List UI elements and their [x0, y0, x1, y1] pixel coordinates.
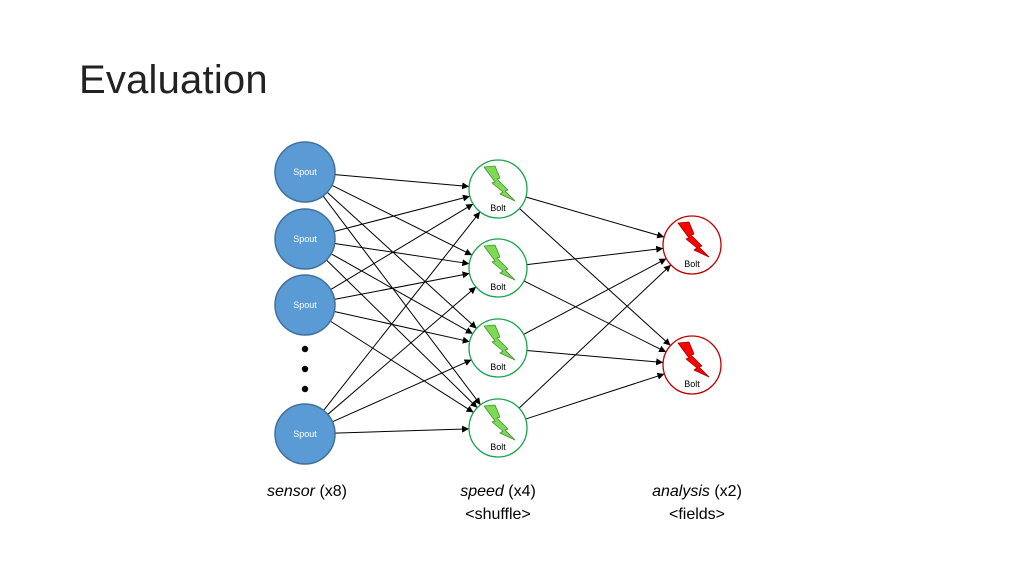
layer-grouping-speed: <shuffle> — [465, 506, 531, 523]
edge-spout-3-to-speed-2 — [334, 271, 470, 300]
spout-node: Spout — [274, 274, 336, 336]
edge-speed-1-to-analysis-2 — [519, 208, 671, 346]
nodes: SpoutSpoutSpoutSpoutBoltBoltBoltBoltBolt… — [274, 141, 722, 465]
lightning-bolt-icon — [483, 165, 516, 202]
layer-count-speed: (x4) — [508, 483, 536, 500]
layer-name-speed: speed — [460, 483, 504, 500]
spout-node: Spout — [274, 208, 336, 270]
ellipsis-dot — [301, 385, 309, 393]
bolt-circle — [468, 238, 528, 298]
edge-speed-3-to-analysis-2 — [526, 350, 664, 366]
bolt-circle — [468, 398, 528, 458]
edge-spout-4-to-speed-3 — [332, 359, 472, 423]
lightning-bolt-icon — [677, 221, 710, 258]
lightning-bolt-icon — [483, 324, 516, 361]
bolt-label: Bolt — [684, 259, 700, 269]
edge-spout-3-to-speed-4 — [330, 320, 474, 413]
edge-spout-2-to-speed-3 — [330, 253, 473, 335]
edge-speed-1-to-analysis-1 — [525, 196, 665, 239]
analysis-bolt-node: Bolt — [662, 215, 722, 275]
edge-spout-4-to-speed-4 — [334, 425, 470, 434]
layer-label-analysis: analysis (x2) <fields> — [597, 480, 797, 526]
speed-bolt-node: Bolt — [468, 398, 528, 458]
spout-node: Spout — [274, 403, 336, 465]
bolt-label: Bolt — [684, 379, 700, 389]
analysis-bolt-node: Bolt — [662, 335, 722, 395]
spout-circle — [274, 274, 336, 336]
edge-spout-1-to-speed-2 — [331, 184, 473, 256]
lightning-bolt-icon — [483, 244, 516, 281]
bolt-label: Bolt — [490, 362, 506, 372]
edge-speed-4-to-analysis-1 — [518, 264, 672, 409]
spout-label: Spout — [293, 167, 317, 177]
speed-bolt-node: Bolt — [468, 159, 528, 219]
spout-label: Spout — [293, 429, 317, 439]
slide-title: Evaluation — [79, 58, 268, 102]
lightning-bolt-icon — [677, 341, 710, 378]
spout-circle — [274, 141, 336, 203]
layer-label-speed: speed (x4) <shuffle> — [398, 480, 598, 526]
speed-bolt-node: Bolt — [468, 238, 528, 298]
lightning-bolt-icon — [483, 404, 516, 441]
edge-spout-4-to-speed-2 — [327, 286, 477, 415]
bolt-circle — [662, 335, 722, 395]
layer-name-sensor: sensor — [266, 483, 315, 500]
ellipsis-dot — [301, 345, 309, 353]
edge-spout-3-to-speed-1 — [330, 203, 474, 290]
edges — [322, 174, 672, 434]
bolt-circle — [662, 215, 722, 275]
edge-spout-1-to-speed-3 — [326, 191, 477, 329]
ellipsis-dot — [301, 365, 309, 373]
edge-speed-3-to-analysis-1 — [523, 258, 667, 335]
edge-spout-3-to-speed-3 — [334, 311, 470, 344]
edge-speed-4-to-analysis-2 — [525, 372, 665, 420]
spout-label: Spout — [293, 234, 317, 244]
edge-spout-2-to-speed-2 — [334, 242, 470, 267]
layer-grouping-analysis: <fields> — [668, 506, 726, 523]
edge-spout-1-to-speed-1 — [334, 174, 470, 190]
spout-circle — [274, 403, 336, 465]
speed-bolt-node: Bolt — [468, 318, 528, 378]
layer-count-analysis: (x2) — [714, 483, 742, 500]
edge-spout-2-to-speed-4 — [326, 259, 478, 409]
spout-node: Spout — [274, 141, 336, 203]
bolt-label: Bolt — [490, 203, 506, 213]
layer-name-analysis: analysis — [652, 483, 710, 500]
layer-count-sensor: (x8) — [319, 483, 348, 500]
bolt-label: Bolt — [490, 442, 506, 452]
edge-spout-2-to-speed-1 — [333, 194, 471, 232]
bolt-circle — [468, 318, 528, 378]
spout-circle — [274, 208, 336, 270]
bolt-label: Bolt — [490, 282, 506, 292]
edge-spout-1-to-speed-4 — [322, 195, 481, 406]
edge-speed-2-to-analysis-1 — [526, 245, 664, 266]
spout-label: Spout — [293, 300, 317, 310]
layer-label-sensor: sensor (x8) — [207, 480, 407, 503]
edge-speed-2-to-analysis-2 — [523, 280, 667, 353]
bolt-circle — [468, 159, 528, 219]
edge-spout-4-to-speed-1 — [323, 211, 481, 411]
